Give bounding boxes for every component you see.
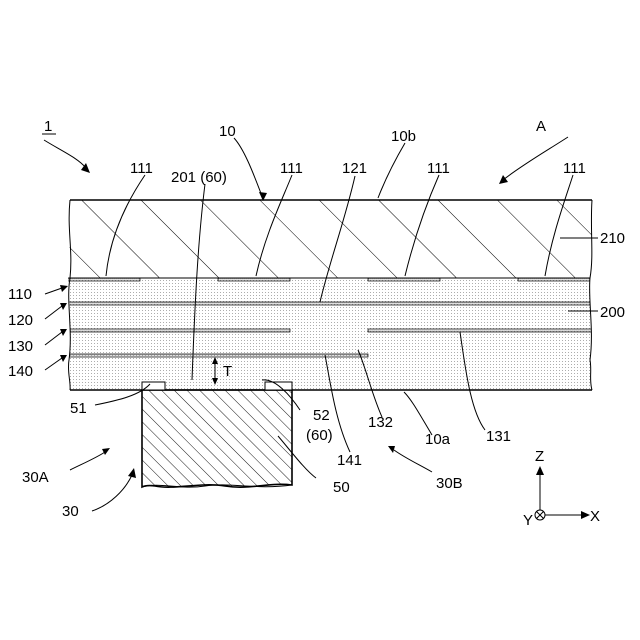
label-bottom-face: 10a <box>425 431 451 448</box>
label-probe-side-a: 30A <box>22 469 49 486</box>
trace-131 <box>368 329 600 332</box>
trace-141 <box>60 354 368 357</box>
label-probe-side-b: 30B <box>436 475 463 492</box>
label-probe-body: 50 <box>333 479 350 496</box>
label-upper-layer: 210 <box>600 230 625 247</box>
trace-130-left <box>60 329 290 332</box>
label-layer-140: 140 <box>8 363 33 380</box>
label-contact-52: 52 <box>313 407 330 424</box>
lower-layer-200 <box>60 278 600 390</box>
label-top-face: 10b <box>391 128 416 145</box>
label-contact-52-sub: (60) <box>306 427 333 444</box>
y-axis-into-page-icon <box>535 510 545 520</box>
pattern-111-d <box>518 278 594 281</box>
probe-body-50 <box>142 390 292 487</box>
coordinate-axes <box>535 466 590 520</box>
label-layer-130: 130 <box>8 338 33 355</box>
label-trace-141: 141 <box>337 452 362 469</box>
label-pattern-111-c: 111 <box>427 160 450 177</box>
label-assembly: 1 <box>44 118 52 135</box>
label-view-ref: A <box>536 118 546 135</box>
contact-51 <box>142 382 165 390</box>
label-axis-z: Z <box>535 448 544 465</box>
substrate-cross-section <box>60 200 600 390</box>
label-via: 201 (60) <box>171 169 227 186</box>
label-pattern-111-b: 111 <box>280 160 303 177</box>
label-trace-131: 131 <box>486 428 511 445</box>
label-gap: T <box>223 363 232 380</box>
label-contact-51: 51 <box>70 400 87 417</box>
label-inner-line: 121 <box>342 160 367 177</box>
layer-120-line <box>60 302 600 305</box>
pattern-111-c <box>368 278 440 281</box>
pattern-111-a <box>68 278 140 281</box>
label-lower-layer: 200 <box>600 304 625 321</box>
pattern-111-b <box>218 278 290 281</box>
label-probe: 30 <box>62 503 79 520</box>
label-axis-y: Y <box>523 512 533 529</box>
label-substrate: 10 <box>219 123 236 140</box>
label-layer-110: 110 <box>8 286 32 303</box>
label-pattern-111-d: 111 <box>563 160 586 177</box>
label-axis-x: X <box>590 508 600 525</box>
label-pattern-111-a: 111 <box>130 160 153 177</box>
label-layer-120: 120 <box>8 312 33 329</box>
label-trace-132: 132 <box>368 414 393 431</box>
